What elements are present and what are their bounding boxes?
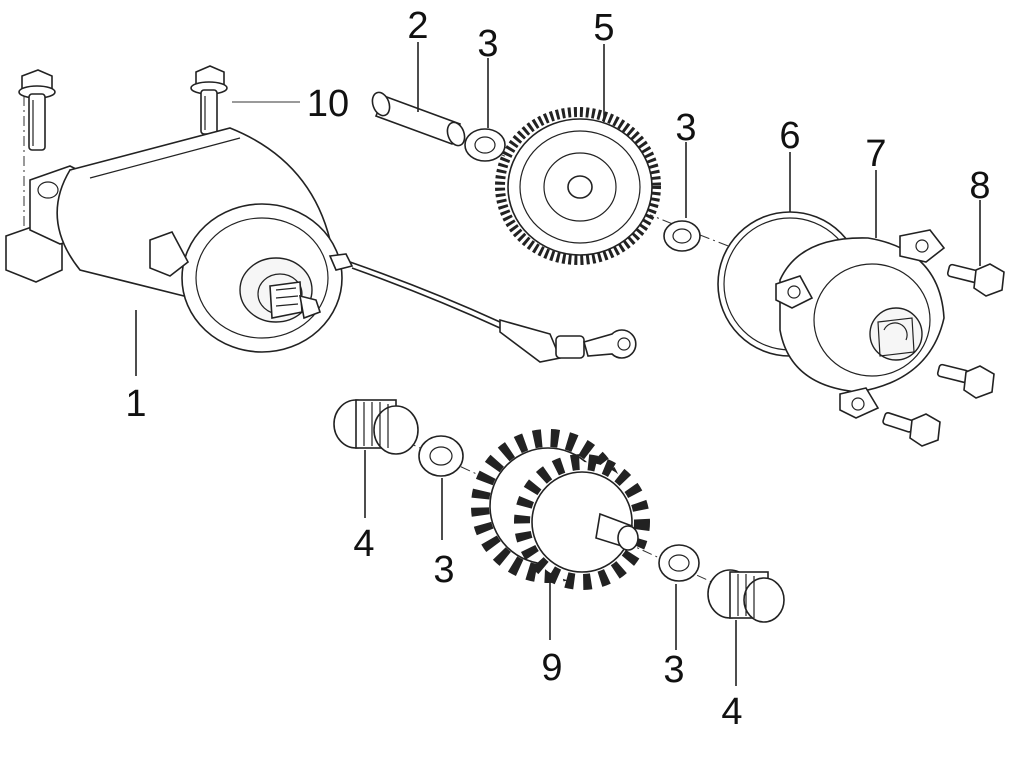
starter-cable <box>328 253 637 363</box>
callout-1-starter-motor: 1 <box>125 383 146 425</box>
callout-labels: 1 2 3 5 3 6 7 8 10 4 3 9 3 4 <box>125 5 990 733</box>
callout-10-motor-bolt: 10 <box>307 83 349 125</box>
cover-bolt-bottom <box>882 411 941 447</box>
washer-upper-right <box>663 220 701 252</box>
washer-upper-left <box>464 128 506 162</box>
leader-lines <box>135 42 981 686</box>
cover-bolt-middle <box>936 363 995 399</box>
callout-8-cover-bolt: 8 <box>969 165 990 207</box>
idle-gear <box>471 429 650 590</box>
callout-7-gear-cover: 7 <box>865 133 886 175</box>
needle-bearing-left <box>333 399 419 455</box>
needle-bearing-right <box>707 569 785 623</box>
callout-5-driven-gear: 5 <box>593 7 614 49</box>
callout-4-bearing-right: 4 <box>721 691 742 733</box>
callout-6-o-ring: 6 <box>779 115 800 157</box>
callout-3-washer-upper-right: 3 <box>675 107 696 149</box>
callout-3-washer-lower-right: 3 <box>663 649 684 691</box>
callout-4-bearing-left: 4 <box>353 523 374 565</box>
callout-9-idle-gear: 9 <box>541 647 562 689</box>
washer-lower-right <box>658 544 700 582</box>
callout-3-washer-lower-left: 3 <box>433 549 454 591</box>
starter-motor <box>5 127 343 353</box>
callout-2-shaft: 2 <box>407 5 428 47</box>
shaft <box>371 91 466 147</box>
motor-bolt-left <box>18 69 56 151</box>
gear-cover <box>775 229 946 419</box>
driven-gear <box>495 107 661 265</box>
cover-bolt-top <box>946 263 1005 297</box>
motor-bolt-right <box>190 65 228 135</box>
callout-3-washer-upper-left: 3 <box>477 23 498 65</box>
washer-lower-left <box>418 435 464 477</box>
